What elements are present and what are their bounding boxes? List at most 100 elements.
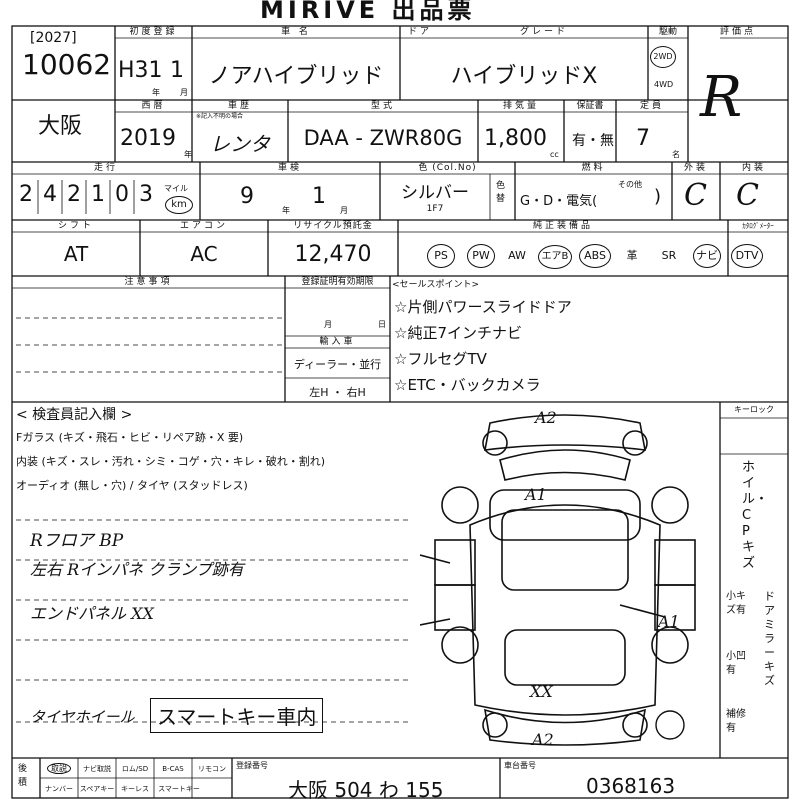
- mileage-digit: 2: [19, 182, 33, 207]
- inspector-interior: 内装 (キズ・スレ・汚れ・シミ・コゲ・穴・キレ・破れ・割れ): [16, 455, 326, 468]
- car-name-value: ノアハイブリッド: [208, 64, 384, 89]
- keylock-label: キーロック: [734, 405, 774, 414]
- displacement-value: 1,800: [484, 126, 547, 151]
- exterior-label: 外装: [683, 163, 708, 173]
- history-value: レンタ: [210, 132, 270, 156]
- options-label: 純正装備品: [532, 221, 593, 231]
- registration-era-year: H31: [118, 58, 163, 83]
- fuel-other: その他: [618, 180, 642, 189]
- shift-value: AT: [63, 242, 89, 266]
- handwritten-note: タイヤホイール: [30, 708, 135, 726]
- option-airbag: エアB: [538, 243, 572, 269]
- fuel-label: 燃料: [581, 163, 606, 173]
- color-value: シルバー: [401, 183, 469, 203]
- car-damage-diagram: A2 A1 A1 A1 A1 XX A2: [420, 408, 696, 749]
- warranty-label: 保証書: [576, 101, 604, 111]
- recycle-label: リサイクル預託金: [293, 221, 373, 231]
- registration-month: 1: [170, 58, 184, 83]
- mileage-digit: 3: [139, 182, 153, 207]
- accessory-navi-manual: ナビ取説: [83, 765, 111, 773]
- ownership-day: 日: [378, 320, 386, 329]
- accessory-smartkey: スマートキー: [158, 785, 200, 793]
- wheel-small-scratch: 小キズ有: [726, 591, 746, 616]
- option-abs: ABS: [578, 243, 612, 269]
- interior-value: C: [736, 178, 759, 213]
- mirror-scratch-title: ドアミラーキズ: [764, 590, 775, 687]
- grade-label: グレード: [519, 27, 568, 37]
- model-type-value: DAA - ZWR80G: [303, 126, 463, 150]
- location-value: 大阪: [38, 114, 83, 139]
- interior-label: 内装: [741, 163, 766, 173]
- displacement-unit: cc: [550, 150, 559, 159]
- exterior-value: C: [684, 178, 707, 213]
- sales-points-label: <セールスポイント>: [392, 280, 480, 290]
- sales-point: ☆ETC・バックカメラ: [394, 376, 541, 394]
- notes-label: 注意事項: [124, 277, 173, 287]
- mileage-unit-km: km: [165, 196, 193, 214]
- wheel-repaired: 補修有: [726, 709, 746, 734]
- model-year-label: 西暦: [141, 101, 166, 111]
- score-label: 評価点: [719, 27, 756, 37]
- sales-point: ☆純正7インチナビ: [394, 324, 522, 342]
- handwritten-note: 左右 Rインパネ クランプ跡有: [30, 560, 244, 579]
- inspection-year: 9: [240, 184, 254, 209]
- option-sunroof: SR: [661, 249, 677, 262]
- damage-mark: A2: [530, 730, 554, 749]
- registration-month-unit: 月: [180, 88, 188, 97]
- sales-point: ☆フルセグTV: [394, 350, 487, 368]
- model-year-value: 2019: [120, 126, 176, 151]
- drive-label: 駆動: [658, 27, 677, 37]
- meter-label: ｶﾀﾛｸﾞﾒｰﾀｰ: [742, 222, 774, 230]
- displacement-label: 排気量: [502, 101, 539, 111]
- damage-mark: A1: [656, 612, 680, 631]
- option-aw: AW: [508, 249, 526, 262]
- capacity-unit: 名: [672, 150, 680, 159]
- fuel-options: G・D・電気(: [520, 194, 598, 209]
- color-code: 1F7: [426, 204, 444, 214]
- registration-number-label: 登録番号: [236, 761, 268, 770]
- option-leather: 革: [626, 249, 638, 262]
- registration-number-value: 大阪 504 わ 155: [288, 778, 444, 802]
- chassis-number-value: 0368163: [586, 774, 676, 798]
- door-label: ドア: [407, 27, 432, 37]
- ownership-label: 登録証明有効期限: [301, 277, 374, 287]
- inspection-year-unit: 年: [282, 206, 290, 215]
- history-note: ※記入不明の場合: [196, 113, 244, 120]
- first-registration-label: 初度登録: [129, 27, 178, 37]
- mileage-label: 走行: [93, 163, 118, 173]
- option-pw: PW: [466, 243, 496, 269]
- accessory-manual: 取説: [40, 763, 78, 774]
- import-steer: 左H ・ 右H: [309, 386, 366, 399]
- warranty-value: 有・無: [572, 133, 614, 149]
- mileage-unit-mile: マイル: [164, 184, 188, 193]
- mileage-digit: 1: [91, 182, 105, 207]
- color-label: 色 (Col.No): [418, 163, 477, 173]
- import-value: ディーラー・並行: [293, 358, 382, 371]
- accessory-keyless: キーレス: [121, 785, 149, 793]
- accessory-bcas: B-CAS: [162, 765, 184, 773]
- bottom-column-label: 後 積: [18, 764, 28, 788]
- inspection-month-unit: 月: [340, 206, 348, 215]
- sheet-title: MIRIVE 出品票: [260, 0, 476, 24]
- fuel-close: ): [654, 186, 662, 207]
- inspector-label: < 検査員記入欄 >: [16, 407, 133, 423]
- inspection-month: 1: [312, 184, 326, 209]
- color-change-label: 色替: [496, 181, 506, 204]
- mileage-digit: 0: [115, 182, 129, 207]
- inspector-audio: オーディオ (無し・穴) / タイヤ (スタッドレス): [16, 479, 248, 492]
- drive-4wd: 4WD: [654, 80, 674, 89]
- accessory-spare-key: スペアキー: [79, 785, 115, 793]
- import-label: 輸入車: [319, 337, 356, 347]
- aircon-label: エアコン: [179, 221, 228, 231]
- capacity-label: 定員: [639, 101, 664, 111]
- option-ps: PS: [426, 243, 456, 269]
- inspection-label: 車検: [277, 163, 302, 173]
- model-year-unit: 年: [184, 150, 192, 159]
- smartkey-box: スマートキー車内: [150, 698, 324, 733]
- chassis-number-label: 車台番号: [504, 761, 536, 770]
- model-type-label: 型式: [370, 101, 395, 111]
- wheel-small-dent: 小凹有: [726, 651, 746, 676]
- damage-mark: A1: [523, 485, 547, 504]
- grade-value: ハイブリッドX: [450, 64, 598, 89]
- sales-point: ☆片側パワースライドドア: [394, 298, 572, 316]
